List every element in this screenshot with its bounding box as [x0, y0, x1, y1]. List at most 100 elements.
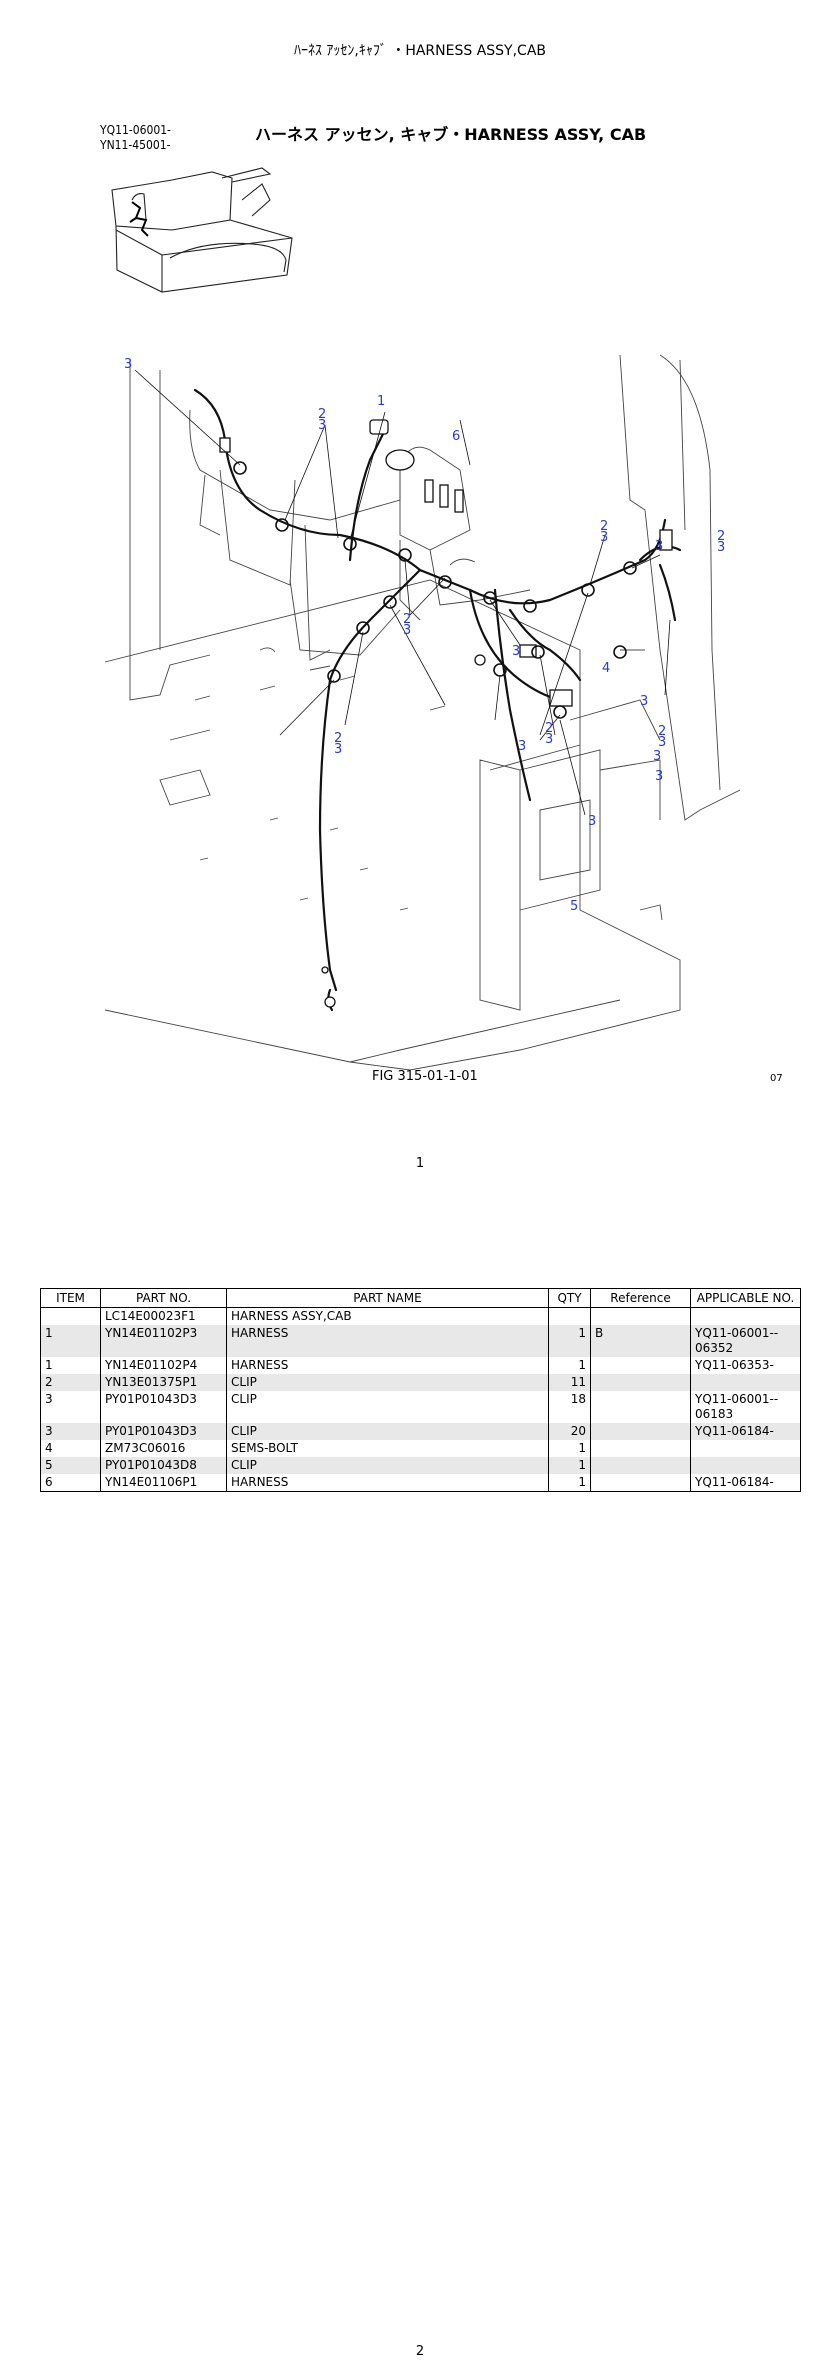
callout-3: 3 [512, 644, 520, 659]
cell-item: 4 [40, 1440, 101, 1457]
cell-reference [590, 1440, 691, 1457]
cell-item: 6 [40, 1474, 101, 1492]
callout-3: 3 [588, 814, 596, 829]
cell-qty [548, 1307, 591, 1325]
col-part-no-header: PART NO. [100, 1288, 227, 1308]
cell-item: 3 [40, 1423, 101, 1440]
cell-applicable [690, 1307, 801, 1325]
cell-applicable [690, 1374, 801, 1391]
cell-part-no: YN13E01375P1 [100, 1374, 227, 1391]
cell-item: 2 [40, 1374, 101, 1391]
cell-reference [590, 1357, 691, 1374]
cell-applicable [690, 1457, 801, 1474]
cell-qty: 1 [548, 1440, 591, 1457]
cell-part-name: HARNESS [226, 1357, 549, 1374]
cell-part-name: SEMS-BOLT [226, 1440, 549, 1457]
cell-qty: 1 [548, 1457, 591, 1474]
cell-reference [590, 1374, 691, 1391]
serial-line: YQ11-06001- [100, 123, 171, 137]
cell-part-name: CLIP [226, 1374, 549, 1391]
callout-3: 3 [655, 769, 663, 784]
table-header-row: ITEM PART NO. PART NAME QTY Reference AP… [40, 1288, 801, 1308]
page-number: 1 [415, 1156, 425, 1171]
cell-reference [590, 1457, 691, 1474]
cell-applicable [690, 1440, 801, 1457]
cell-qty: 1 [548, 1474, 591, 1492]
figure-code: 07 [770, 1073, 783, 1084]
cell-qty: 20 [548, 1423, 591, 1440]
callout-3: 3 [655, 539, 663, 554]
cell-qty: 1 [548, 1325, 591, 1357]
cell-qty: 11 [548, 1374, 591, 1391]
cell-part-name: HARNESS [226, 1325, 549, 1357]
callout-6: 6 [452, 429, 460, 444]
cell-qty: 18 [548, 1391, 591, 1423]
col-applicable-header: APPLICABLE NO. [690, 1288, 801, 1308]
cell-reference [590, 1307, 691, 1325]
cell-item: 3 [40, 1391, 101, 1423]
col-reference-header: Reference [590, 1288, 691, 1308]
document-header: ﾊｰﾈｽ ｱｯｾﾝ,ｷｬﾌﾞ ・HARNESS ASSY,CAB [293, 43, 547, 59]
cell-reference [590, 1423, 691, 1440]
cell-item: 5 [40, 1457, 101, 1474]
cell-part-no: YN14E01102P3 [100, 1325, 227, 1357]
cell-applicable: YQ11-06184- [690, 1423, 801, 1440]
callout-1: 1 [377, 394, 385, 409]
cell-item [40, 1307, 101, 1325]
cell-applicable: YQ11-06184- [690, 1474, 801, 1492]
callout-5: 5 [570, 899, 578, 914]
serial-line: YN11-45001- [100, 138, 171, 152]
cell-part-no: YN14E01102P4 [100, 1357, 227, 1374]
cell-reference [590, 1391, 691, 1423]
cell-part-no: YN14E01106P1 [100, 1474, 227, 1492]
cell-item: 1 [40, 1357, 101, 1374]
cell-qty: 1 [548, 1357, 591, 1374]
cell-part-no: PY01P01043D8 [100, 1457, 227, 1474]
cell-part-name: CLIP [226, 1423, 549, 1440]
col-item-header: ITEM [40, 1288, 101, 1308]
cell-reference: B [590, 1325, 691, 1357]
cell-applicable: YQ11-06353- [690, 1357, 801, 1374]
cell-part-name: HARNESS ASSY,CAB [226, 1307, 549, 1325]
callout-3: 3 [653, 749, 661, 764]
callout-4: 4 [602, 661, 610, 676]
cell-part-no: ZM73C06016 [100, 1440, 227, 1457]
figure-caption: FIG 315-01-1-01 [372, 1069, 478, 1084]
parts-list-table: ITEM PART NO. PART NAME QTY Reference AP… [40, 1288, 801, 1492]
cell-part-no: PY01P01043D3 [100, 1391, 227, 1423]
cell-applicable: YQ11-06001--06352 [690, 1325, 801, 1357]
serial-range: YQ11-06001- YN11-45001- [100, 123, 171, 153]
cell-part-name: CLIP [226, 1391, 549, 1423]
callout-3: 3 [124, 357, 132, 372]
cell-reference [590, 1474, 691, 1492]
cell-part-no: PY01P01043D3 [100, 1423, 227, 1440]
col-qty-header: QTY [548, 1288, 591, 1308]
page-number: 2 [415, 2344, 425, 2359]
cab-thumbnail-icon [111, 167, 293, 293]
cell-part-no: LC14E00023F1 [100, 1307, 227, 1325]
callout-3: 3 [640, 694, 648, 709]
cell-item: 1 [40, 1325, 101, 1357]
cell-part-name: HARNESS [226, 1474, 549, 1492]
cell-applicable: YQ11-06001--06183 [690, 1391, 801, 1423]
cell-part-name: CLIP [226, 1457, 549, 1474]
figure-title: ハーネス アッセン, キャブ・HARNESS ASSY, CAB [255, 125, 647, 144]
col-part-name-header: PART NAME [226, 1288, 549, 1308]
